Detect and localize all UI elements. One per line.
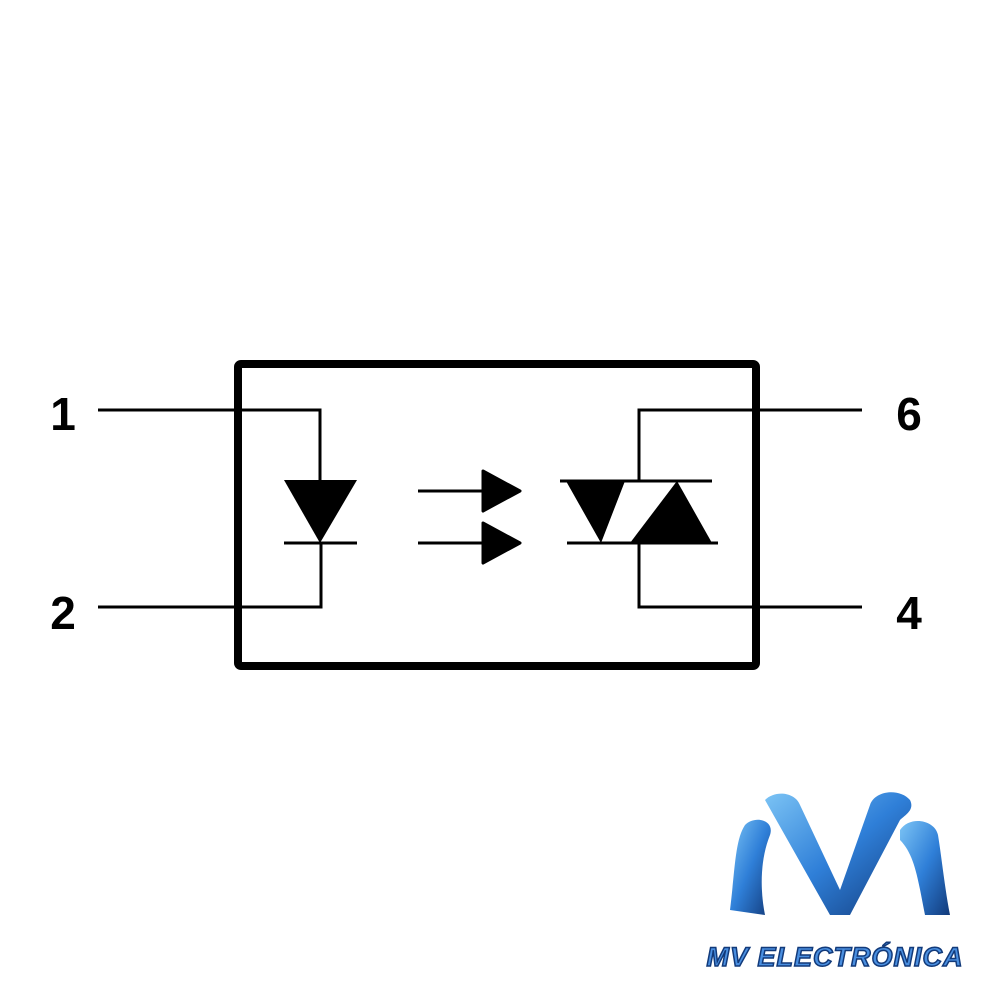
logo-text: MV ELECTRÓNICA — [707, 941, 964, 972]
mv-logo-mark — [730, 792, 950, 915]
light-arrow-1-head — [481, 469, 522, 513]
light-arrow-2-head — [481, 521, 522, 565]
pin-label-2: 2 — [50, 587, 76, 639]
pin2-wire — [98, 543, 323, 609]
pin6-wire — [637, 408, 862, 481]
package-outline — [234, 360, 760, 670]
triac-left-triangle — [566, 481, 625, 543]
triac-right-triangle — [630, 481, 712, 543]
led-diode-triangle — [284, 480, 357, 543]
pin-label-1: 1 — [50, 388, 76, 440]
pin-label-4: 4 — [896, 587, 922, 639]
pin1-wire — [98, 408, 322, 482]
pin4-wire — [637, 543, 862, 609]
pin-label-6: 6 — [896, 388, 922, 440]
